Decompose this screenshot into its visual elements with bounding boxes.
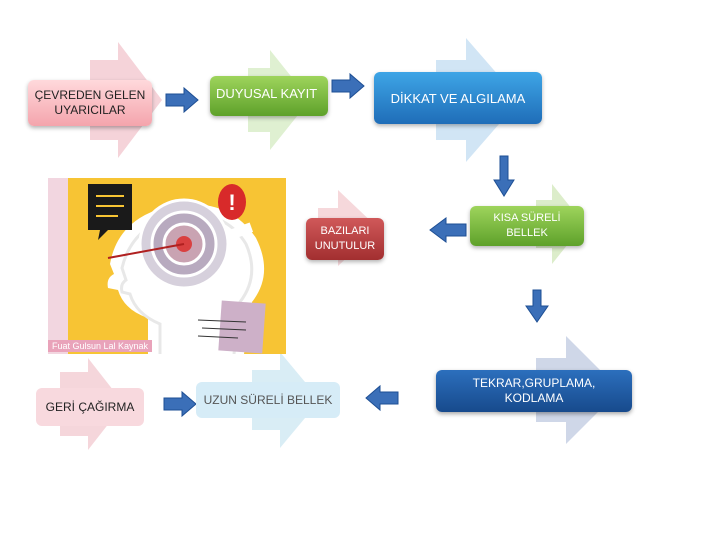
forgotten-box: BAZILARI UNUTULUR [306,218,384,260]
arrow-right-icon [331,72,365,100]
note-paper-icon [197,300,266,354]
arrow-down-icon [493,155,515,197]
stimuli-box: ÇEVREDEN GELEN UYARICILAR [28,80,152,126]
image-credit: Fuat Gulsun Lal Kaynak [48,340,153,352]
attention-perception-box: DİKKAT VE ALGILAMA [374,72,542,124]
arrow-down-icon [525,289,549,323]
arrow-left-icon [429,217,467,243]
sensory-register-box: DUYUSAL KAYIT [210,76,328,116]
alert-bubble-icon: ! [218,184,246,220]
arrow-right-icon [165,86,199,114]
arrow-right-icon [163,390,197,418]
speech-bubble-icon [88,184,132,240]
head-target-illustration: ! [48,178,286,354]
target-line [107,243,185,259]
arrow-left-icon [365,384,399,412]
svg-text:!: ! [228,190,235,215]
rehearsal-box: TEKRAR,GRUPLAMA, KODLAMA [436,370,632,412]
long-term-memory-box: UZUN SÜRELİ BELLEK [196,382,340,418]
retrieval-box: GERİ ÇAĞIRMA [36,388,144,426]
short-term-memory-box: KISA SÜRELİ BELLEK [470,206,584,246]
